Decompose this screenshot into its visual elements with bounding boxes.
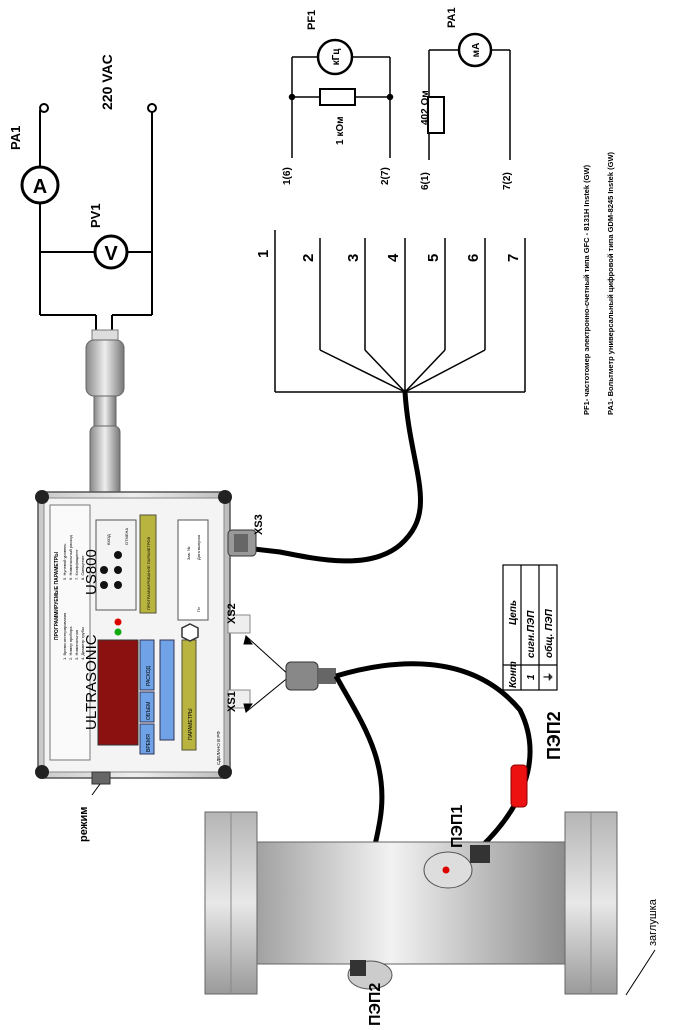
seal-label: Пл (196, 606, 201, 612)
pf1-unit: кГц (331, 48, 342, 66)
harness-cable (242, 389, 423, 564)
pa1-ammeter: мА (457, 32, 493, 68)
note-pf1: PF1- частотомер электронно-счетный типа … (582, 164, 591, 415)
pin-7-2: 7(2) (502, 172, 513, 190)
date-label: Дата выпуска (196, 534, 201, 560)
device-model: US800 (83, 549, 100, 595)
ammeter: A (20, 165, 60, 205)
note-pa1: PA1- Вольтметр универсальный цифровой ти… (606, 151, 615, 415)
resistor-1-label: 1 кОм (335, 116, 346, 145)
pf1-circuit (288, 56, 394, 158)
pep2-side-label: ПЭП2 (544, 711, 564, 760)
power-plug (85, 329, 125, 507)
pa1-circuit (427, 49, 511, 160)
voltmeter: V (93, 234, 129, 270)
voltage-label: 220 VAC (99, 54, 115, 110)
wire-1-label: 1 (255, 250, 272, 258)
btn-time: ВРЕМЯ (146, 734, 152, 752)
cable-pep1 (335, 661, 533, 850)
wire-3-label: 3 (345, 254, 362, 262)
xs3-label: XS3 (253, 514, 265, 535)
wire-harness (274, 230, 526, 393)
pep1-label: ПЭП1 (449, 805, 466, 848)
param-6: 6. Номинальный расход (68, 535, 73, 580)
wire-4-label: 4 (385, 253, 402, 262)
btn-params: ПАРАМЕТРЫ (188, 708, 194, 740)
pipe (204, 811, 618, 995)
btn-volume: ОБЪЕМ (146, 702, 152, 720)
arrow-out: ОТМЕНА (124, 528, 129, 545)
wire-7-label: 7 (505, 254, 522, 262)
plug-leader (625, 949, 656, 996)
pf1-frequency-meter: кГц (316, 38, 354, 76)
param-8: 8. Смещение (80, 555, 85, 580)
table-row1-contact: 1 (526, 674, 537, 680)
arrow-in: ВХОД (106, 534, 111, 545)
param-7: 7. Коэффициент (74, 549, 79, 580)
resistor-2-label: 402 Ом (420, 90, 431, 125)
connector-xs3[interactable] (227, 529, 257, 557)
plug-label: заглушка (647, 898, 659, 946)
pa1-meter-label: PA1 (446, 7, 458, 28)
ammeter-symbol: A (33, 176, 47, 198)
pin-1-6: 1(6) (282, 167, 293, 185)
pf1-label: PF1 (306, 10, 318, 30)
device-brand: ULTRASONIC (83, 634, 100, 730)
mode-label: режим (78, 807, 90, 842)
voltmeter-symbol: V (104, 243, 118, 265)
table-row2-circuit: общ. ПЭП (543, 608, 555, 658)
param-1: 1. Время интегрирования (62, 613, 67, 660)
pep2-pipe-label: ПЭП2 (367, 983, 384, 1026)
btn-flow: РАСХОД (146, 665, 152, 686)
harness-labels: 1 2 3 4 5 6 7 (255, 250, 522, 262)
sensor-plug (285, 661, 336, 691)
table-header-contact: Конт (508, 661, 519, 688)
cable-marker (510, 764, 528, 808)
contact-table (502, 564, 558, 691)
device-maker: СДЕЛАНО В РФ (216, 731, 221, 765)
pa1-unit: мА (471, 43, 482, 58)
param-2: 2. Номер прибора (68, 626, 73, 660)
pv1-label: PV1 (88, 203, 103, 228)
us800-device: ULTRASONIC US800 ПРОГРАММИРУЕМЫЕ ПАРАМЕТ… (35, 490, 232, 779)
mode-switch[interactable] (91, 771, 111, 796)
power-circuit (39, 103, 157, 330)
param-3: 3. Номинальная (74, 630, 79, 660)
serial-label: Зав. № (186, 547, 191, 560)
xs1-label: XS1 (226, 691, 238, 712)
param-5: 5. Нулевой уровень (62, 544, 67, 580)
params-header: ПРОГРАММИРУЕМЫЕ ПАРАМЕТРЫ (54, 552, 60, 640)
table-row1-circuit: сигн.ПЭП (526, 610, 537, 658)
btn-program: ПРОГРАММИРОВАНИЕ ПАРАМЕТРОВ (146, 536, 151, 610)
xs2-label: XS2 (226, 603, 238, 624)
table-row2-contact: ⏚ (543, 672, 555, 682)
plug-arrows (243, 634, 291, 714)
param-4: 4. Диаметр трубы (80, 627, 85, 660)
wire-5-label: 5 (425, 254, 442, 262)
socket-xs2[interactable] (227, 614, 251, 634)
wire-6-label: 6 (465, 254, 482, 262)
pin-6-1: 6(1) (420, 172, 431, 190)
pin-2-7: 2(7) (380, 167, 391, 185)
wire-2-label: 2 (300, 254, 317, 262)
pa1-power-label: PA1 (8, 126, 23, 150)
table-header-circuit: Цепь (508, 600, 519, 625)
